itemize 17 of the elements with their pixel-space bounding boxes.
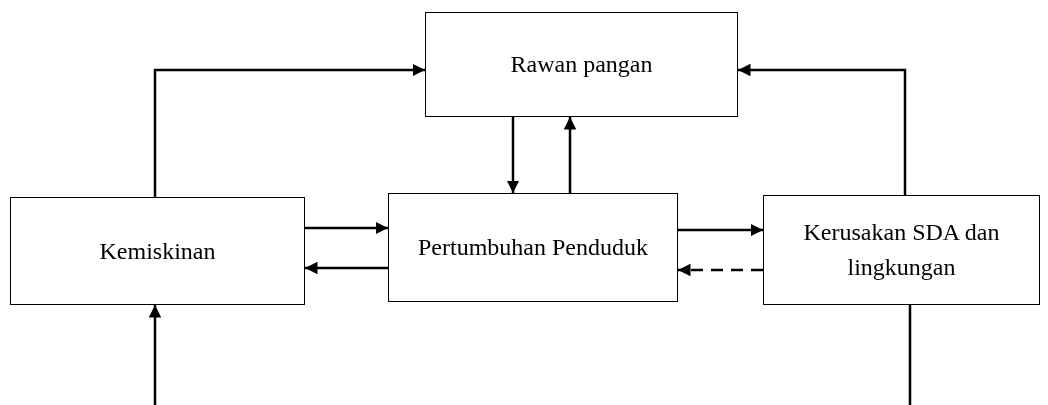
arrow xyxy=(678,263,763,277)
box-label: Kerusakan SDA dan lingkungan xyxy=(802,218,1001,282)
process-box xyxy=(388,193,678,302)
arrow xyxy=(148,305,162,405)
arrow xyxy=(305,221,388,235)
arrow xyxy=(678,223,763,237)
process-box xyxy=(10,197,305,305)
arrow xyxy=(506,117,520,193)
process-box xyxy=(425,12,738,117)
arrow xyxy=(153,63,425,197)
box-label: Kemiskinan xyxy=(98,236,217,266)
box-label: Rawan pangan xyxy=(509,50,654,80)
arrow xyxy=(738,63,907,195)
arrow xyxy=(305,261,388,275)
process-box xyxy=(763,195,1040,305)
arrow xyxy=(563,117,577,193)
box-label: Pertumbuhan Penduduk xyxy=(417,233,649,263)
